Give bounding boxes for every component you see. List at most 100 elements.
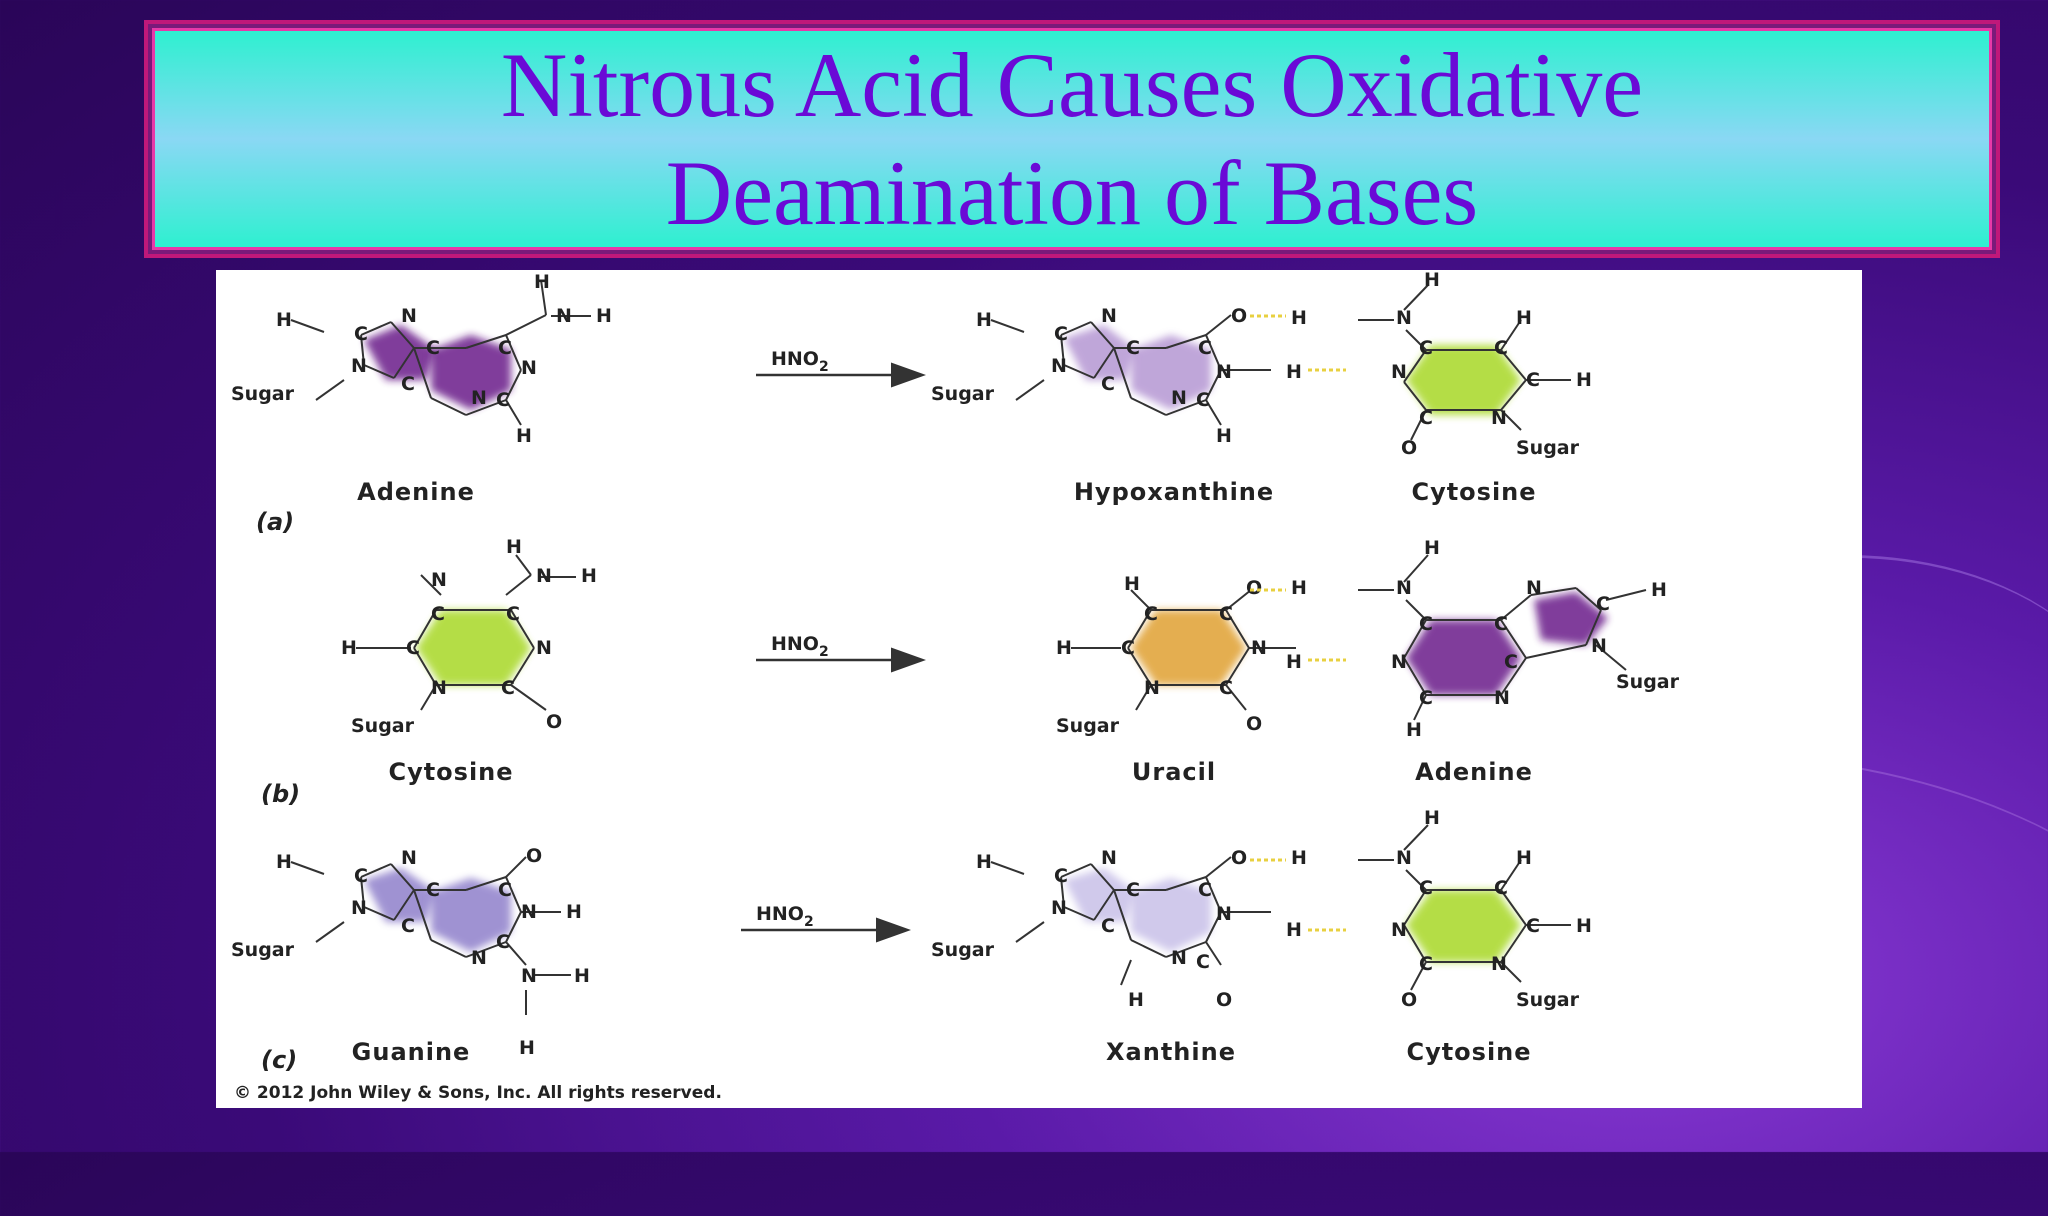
svg-text:C: C xyxy=(1121,637,1135,659)
svg-text:H: H xyxy=(1291,847,1307,869)
svg-text:N: N xyxy=(1491,953,1507,975)
svg-text:C: C xyxy=(1196,389,1210,411)
svg-text:N: N xyxy=(1396,847,1412,869)
svg-text:H: H xyxy=(516,425,532,447)
svg-text:H: H xyxy=(1286,361,1302,383)
svg-text:N: N xyxy=(1216,903,1232,925)
svg-text:N: N xyxy=(1051,355,1067,377)
uracil-structure: H C C O N H C N C O Sugar xyxy=(1056,573,1296,737)
sugar-label: Sugar xyxy=(231,939,295,961)
svg-text:N: N xyxy=(536,565,552,587)
svg-text:C: C xyxy=(1198,337,1212,359)
reaction-arrow-c: HNO2 xyxy=(741,903,911,943)
svg-text:H: H xyxy=(1286,651,1302,673)
svg-text:H: H xyxy=(976,851,992,873)
svg-text:C: C xyxy=(1054,323,1068,345)
sugar-label: Sugar xyxy=(931,383,995,405)
label-cytosine-a: Cytosine xyxy=(1411,478,1536,506)
svg-text:H: H xyxy=(566,901,582,923)
svg-text:N: N xyxy=(521,965,537,987)
svg-text:C: C xyxy=(501,677,515,699)
svg-text:C: C xyxy=(401,373,415,395)
svg-text:N: N xyxy=(1396,577,1412,599)
svg-text:C: C xyxy=(1494,337,1508,359)
svg-text:C: C xyxy=(431,603,445,625)
svg-text:C: C xyxy=(1596,593,1610,615)
svg-text:H: H xyxy=(1651,579,1667,601)
svg-text:N: N xyxy=(401,305,417,327)
svg-text:C: C xyxy=(1419,407,1433,429)
adenine-pyrimidine-fill xyxy=(431,335,511,410)
svg-text:N: N xyxy=(431,569,447,591)
svg-text:C: C xyxy=(1504,651,1518,673)
svg-text:C: C xyxy=(426,337,440,359)
svg-text:C: C xyxy=(496,389,510,411)
svg-text:N: N xyxy=(1526,577,1542,599)
label-xanthine: Xanthine xyxy=(1106,1038,1236,1066)
svg-text:H: H xyxy=(1516,847,1532,869)
svg-text:H: H xyxy=(276,851,292,873)
svg-text:H: H xyxy=(1124,573,1140,595)
slide-title-box: Nitrous Acid Causes Oxidative Deaminatio… xyxy=(152,28,1992,250)
svg-text:C: C xyxy=(1419,613,1433,635)
svg-text:N: N xyxy=(1171,947,1187,969)
svg-text:N: N xyxy=(1171,387,1187,409)
svg-text:C: C xyxy=(1419,953,1433,975)
label-cytosine-b: Cytosine xyxy=(388,758,513,786)
svg-text:C: C xyxy=(1219,603,1233,625)
sugar-label: Sugar xyxy=(231,383,295,405)
svg-text:C: C xyxy=(426,879,440,901)
svg-text:N: N xyxy=(1494,687,1510,709)
svg-text:C: C xyxy=(506,603,520,625)
xanthine-structure: H C N N C C C O N C N O H Sugar xyxy=(931,847,1271,1011)
svg-text:N: N xyxy=(471,947,487,969)
svg-text:H: H xyxy=(1424,537,1440,559)
slide-title-line-1: Nitrous Acid Causes Oxidative xyxy=(500,34,1644,136)
svg-text:O: O xyxy=(1231,305,1247,327)
sugar-label: Sugar xyxy=(1616,671,1680,693)
part-c-label: (c) xyxy=(261,1046,297,1074)
svg-text:HNO2: HNO2 xyxy=(771,633,829,660)
svg-text:C: C xyxy=(1419,687,1433,709)
svg-text:N: N xyxy=(1491,407,1507,429)
svg-text:C: C xyxy=(406,637,420,659)
sugar-label: Sugar xyxy=(1516,989,1580,1011)
svg-text:H: H xyxy=(574,965,590,987)
svg-text:C: C xyxy=(1198,879,1212,901)
svg-text:O: O xyxy=(1246,713,1262,735)
svg-text:O: O xyxy=(1401,989,1417,1011)
svg-text:H: H xyxy=(1216,425,1232,447)
svg-text:N: N xyxy=(351,355,367,377)
cytosine-pair-structure: H N H H N C C H C H C N O Sugar xyxy=(1286,270,1592,459)
svg-text:HNO2: HNO2 xyxy=(756,903,814,930)
svg-text:N: N xyxy=(431,677,447,699)
svg-text:C: C xyxy=(1419,877,1433,899)
svg-text:N: N xyxy=(1391,651,1407,673)
svg-text:N: N xyxy=(1216,361,1232,383)
svg-text:N: N xyxy=(1101,847,1117,869)
part-b-label: (b) xyxy=(261,780,300,808)
svg-text:N: N xyxy=(1391,361,1407,383)
svg-text:C: C xyxy=(1126,337,1140,359)
row-c: H C N N C C C O N H C N N H Sugar Guanin… xyxy=(231,807,1592,1074)
svg-text:C: C xyxy=(1196,951,1210,973)
svg-text:O: O xyxy=(1401,437,1417,459)
svg-text:O: O xyxy=(1246,577,1262,599)
reagent-hno2: HNO2 xyxy=(771,348,829,375)
svg-text:O: O xyxy=(546,711,562,733)
slide-title-frame: Nitrous Acid Causes Oxidative Deaminatio… xyxy=(144,20,2000,258)
svg-text:C: C xyxy=(1494,613,1508,635)
svg-text:C: C xyxy=(1526,915,1540,937)
svg-text:N: N xyxy=(1051,897,1067,919)
label-hypoxanthine: Hypoxanthine xyxy=(1074,478,1274,506)
svg-text:N: N xyxy=(401,847,417,869)
svg-text:H: H xyxy=(1406,719,1422,741)
svg-text:C: C xyxy=(1419,337,1433,359)
svg-text:N: N xyxy=(536,637,552,659)
svg-text:O: O xyxy=(526,845,542,867)
svg-text:C: C xyxy=(1101,915,1115,937)
deamination-figure: H C N N C C N H H C N C N H Sugar Adenin… xyxy=(216,270,1862,1108)
svg-text:C: C xyxy=(1526,369,1540,391)
svg-text:C: C xyxy=(354,323,368,345)
svg-text:H: H xyxy=(1056,637,1072,659)
